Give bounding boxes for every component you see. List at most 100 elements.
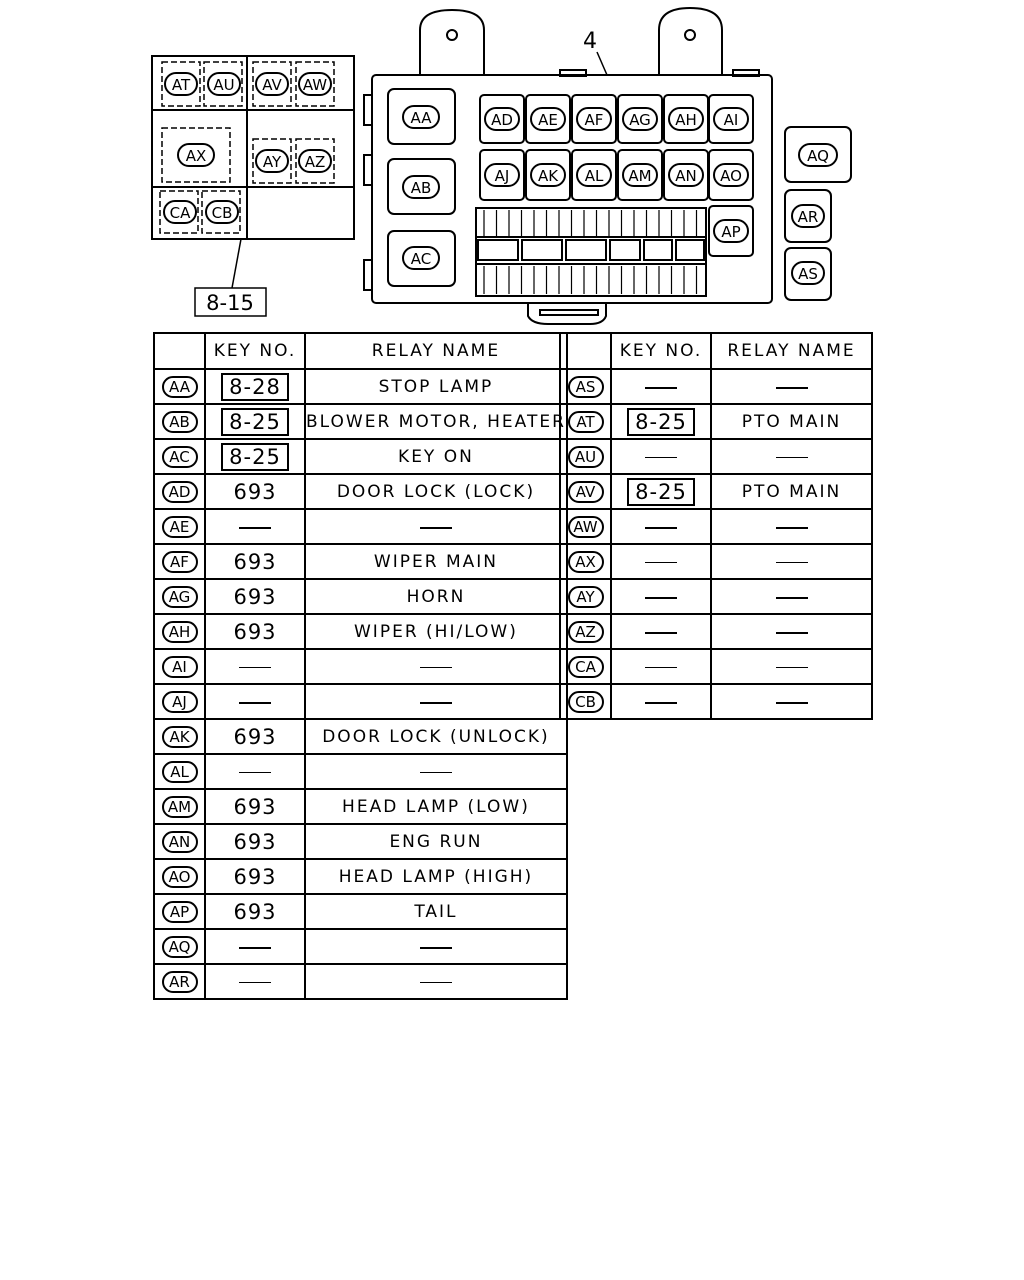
key-no: 8-25: [627, 407, 695, 436]
relay-name-cell: [710, 613, 873, 650]
empty-dash: [645, 386, 677, 389]
relay-badge: AB: [402, 175, 440, 199]
relay-id-cell: AI: [153, 648, 206, 685]
relay-badge: AN: [668, 163, 704, 187]
key-no-cell: [204, 753, 306, 790]
relay-id-cell: AN: [153, 823, 206, 860]
empty-dash: [775, 562, 808, 563]
table-row: AX: [559, 543, 873, 580]
relay-name: HEAD LAMP (HIGH): [338, 866, 534, 887]
relay-name-cell: [304, 928, 568, 965]
relay-id-label: AU: [213, 76, 234, 94]
empty-dash: [775, 701, 808, 704]
header-relay-name: RELAY NAME: [710, 332, 873, 370]
relay-name-cell: HEAD LAMP (HIGH): [304, 858, 568, 895]
relay-id-cell: AQ: [153, 928, 206, 965]
empty-dash: [239, 946, 271, 949]
key-no: 693: [233, 899, 277, 924]
relay-id-cell: AH: [153, 613, 206, 650]
relay-id-cell: CB: [559, 683, 612, 720]
relay-name-cell: [304, 683, 568, 720]
relay-id-label: AY: [263, 153, 282, 171]
key-no: 693: [233, 724, 277, 749]
relay-badge: AP: [713, 219, 749, 243]
key-no: 8-25: [221, 407, 289, 436]
table-row: AQ: [153, 928, 568, 965]
key-no-cell: 8-25: [204, 438, 306, 475]
table-row: AD 693 DOOR LOCK (LOCK): [153, 473, 568, 510]
key-no-cell: [610, 368, 712, 405]
key-no-cell: [610, 683, 712, 720]
relay-id-badge: AH: [161, 620, 198, 643]
relay-id-badge: AK: [161, 725, 198, 748]
key-no-cell: [610, 578, 712, 615]
empty-dash: [419, 946, 452, 949]
relay-id-cell: AD: [153, 473, 206, 510]
empty-dash: [645, 526, 677, 529]
empty-dash: [239, 526, 271, 529]
relay-id-label: AC: [411, 250, 431, 268]
key-no: 8-25: [627, 477, 695, 506]
relay-id-badge: AO: [161, 865, 198, 888]
key-no: 693: [233, 479, 277, 504]
relay-id-label: AS: [798, 265, 818, 283]
side-relay-box: [151, 55, 355, 240]
relay-id-label: AR: [798, 208, 819, 226]
relay-badge: CA: [159, 190, 199, 234]
relay-id-badge: AT: [567, 410, 604, 433]
relay-id-label: AP: [721, 223, 740, 241]
relay-name: DOOR LOCK (LOCK): [336, 481, 536, 502]
empty-dash: [419, 526, 452, 529]
relay-name: HEAD LAMP (LOW): [342, 796, 530, 817]
relay-id-label: AH: [675, 111, 697, 129]
key-no-cell: 693: [204, 823, 306, 860]
relay-badge: AC: [402, 246, 440, 270]
relay-badge: CB: [201, 190, 241, 234]
empty-dash: [645, 457, 677, 458]
relay-id-label: AM: [628, 167, 651, 185]
relay-id-cell: AL: [153, 753, 206, 790]
relay-id-badge: AW: [567, 515, 604, 538]
key-no: 693: [233, 829, 277, 854]
relay-id-badge: AL: [161, 760, 198, 783]
relay-id-badge: AJ: [161, 690, 198, 713]
table-row: CB: [559, 683, 873, 720]
relay-name-cell: [710, 578, 873, 615]
table-row: AU: [559, 438, 873, 475]
relay-id-label: AT: [172, 76, 191, 94]
table-row: AK 693 DOOR LOCK (UNLOCK): [153, 718, 568, 755]
relay-badge: AU: [203, 61, 243, 107]
empty-dash: [419, 667, 452, 668]
relay-name-cell: [304, 963, 568, 1000]
relay-id-cell: AP: [153, 893, 206, 930]
relay-name-cell: [710, 508, 873, 545]
relay-id-badge: AF: [161, 550, 198, 573]
relay-badge: AZ: [295, 138, 335, 184]
key-no-cell: [610, 438, 712, 475]
relay-badge: AJ: [484, 163, 520, 187]
relay-badge: AQ: [798, 143, 838, 167]
relay-id-badge: CB: [567, 690, 604, 713]
relay-name-cell: DOOR LOCK (UNLOCK): [304, 718, 568, 755]
relay-name: STOP LAMP: [378, 376, 494, 397]
relay-id-label: AO: [720, 167, 742, 185]
relay-id-label: AW: [303, 76, 327, 94]
relay-id-badge: AQ: [161, 935, 198, 958]
empty-dash: [645, 667, 677, 668]
relay-id-cell: AY: [559, 578, 612, 615]
relay-id-badge: AS: [567, 375, 604, 398]
relay-id-badge: AI: [161, 655, 198, 678]
relay-badge: AF: [576, 107, 612, 131]
relay-name-cell: HORN: [304, 578, 568, 615]
relay-id-label: AF: [585, 111, 604, 129]
relay-id-badge: AG: [161, 585, 198, 608]
key-no: 693: [233, 584, 277, 609]
